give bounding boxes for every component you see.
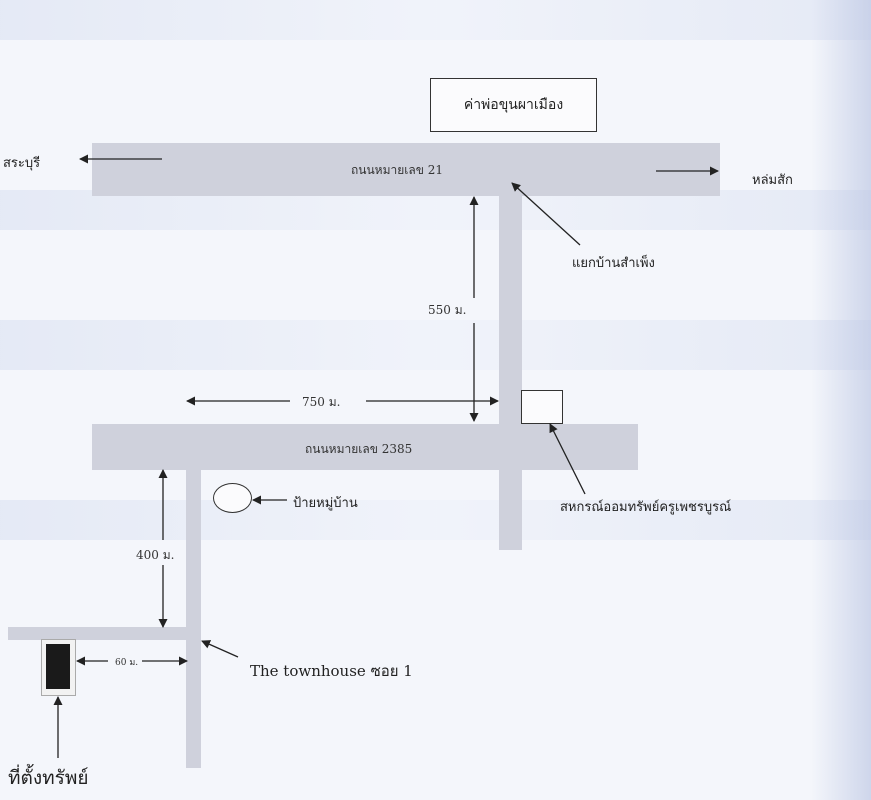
- soi-pointer: [201, 640, 239, 658]
- cooperative-building: [521, 390, 563, 424]
- direction-west-label: สระบุรี: [3, 156, 41, 171]
- background-band: [0, 0, 871, 40]
- distance-750-label: 750 ม.: [300, 393, 343, 412]
- property-label: ที่ตั้งทรัพย์: [8, 767, 89, 789]
- distance-60-label: 60 ม.: [113, 655, 141, 669]
- soi-label: The townhouse ซอย 1: [250, 662, 413, 680]
- scan-edge-shading: [811, 0, 871, 800]
- background-band: [0, 500, 871, 540]
- village-sign-label: ป้ายหมู่บ้าน: [293, 496, 358, 511]
- soi-horizontal-road: [8, 627, 200, 640]
- intersection-label: แยกบ้านสำเพ็ง: [572, 256, 655, 271]
- highway-2385-road: [92, 424, 638, 470]
- monument-label: ค่าพ่อขุนผาเมือง: [463, 97, 564, 113]
- property-marker: [41, 639, 76, 696]
- background-band: [0, 320, 871, 370]
- cooperative-label: สหกรณ์ออมทรัพย์ครูเพชรบูรณ์: [560, 500, 732, 515]
- property-block: [46, 644, 70, 689]
- monument-box: ค่าพ่อขุนผาเมือง: [430, 78, 597, 132]
- highway-2385-label: ถนนหมายเลข 2385: [305, 442, 413, 456]
- background-band: [0, 190, 871, 230]
- direction-east-label: หล่มสัก: [752, 173, 793, 188]
- distance-400-label: 400 ม.: [134, 546, 177, 565]
- cooperative-pointer: [549, 423, 586, 495]
- highway-21-road: [92, 143, 720, 196]
- intersection-pointer: [511, 182, 581, 246]
- village-sign-marker: [213, 483, 252, 513]
- distance-550-label: 550 ม.: [426, 301, 469, 320]
- soi-vertical-road: [186, 466, 201, 768]
- highway-21-label: ถนนหมายเลข 21: [351, 163, 444, 177]
